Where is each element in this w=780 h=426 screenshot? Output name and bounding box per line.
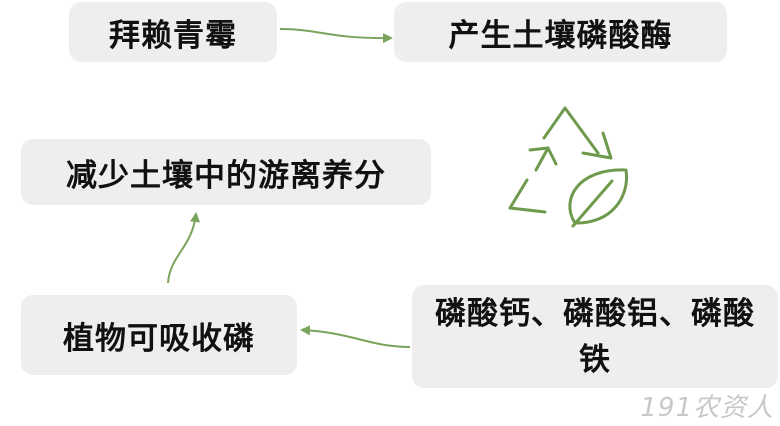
arrow-fungus-to-enzyme [279,28,393,44]
node-reduce-nutrients: 减少土壤中的游离养分 [21,139,431,205]
node-fungus: 拜赖青霉 [69,2,277,62]
node-enzyme-label: 产生土壤磷酸酶 [448,17,673,54]
arrow-absorb-to-reduce [167,212,201,284]
node-enzyme: 产生土壤磷酸酶 [394,2,727,62]
node-phosphates: 磷酸钙、磷酸铝、磷酸铁 [412,285,778,388]
watermark: 191农资人 [640,393,774,423]
node-phosphates-label: 磷酸钙、磷酸铝、磷酸铁 [435,295,755,378]
node-plant-absorb: 植物可吸收磷 [21,295,297,375]
node-reduce-nutrients-label: 减少土壤中的游离养分 [66,157,386,194]
node-fungus-label: 拜赖青霉 [109,17,237,54]
node-plant-absorb-label: 植物可吸收磷 [63,320,255,357]
arrow-phosphates-to-absorb [300,325,411,348]
